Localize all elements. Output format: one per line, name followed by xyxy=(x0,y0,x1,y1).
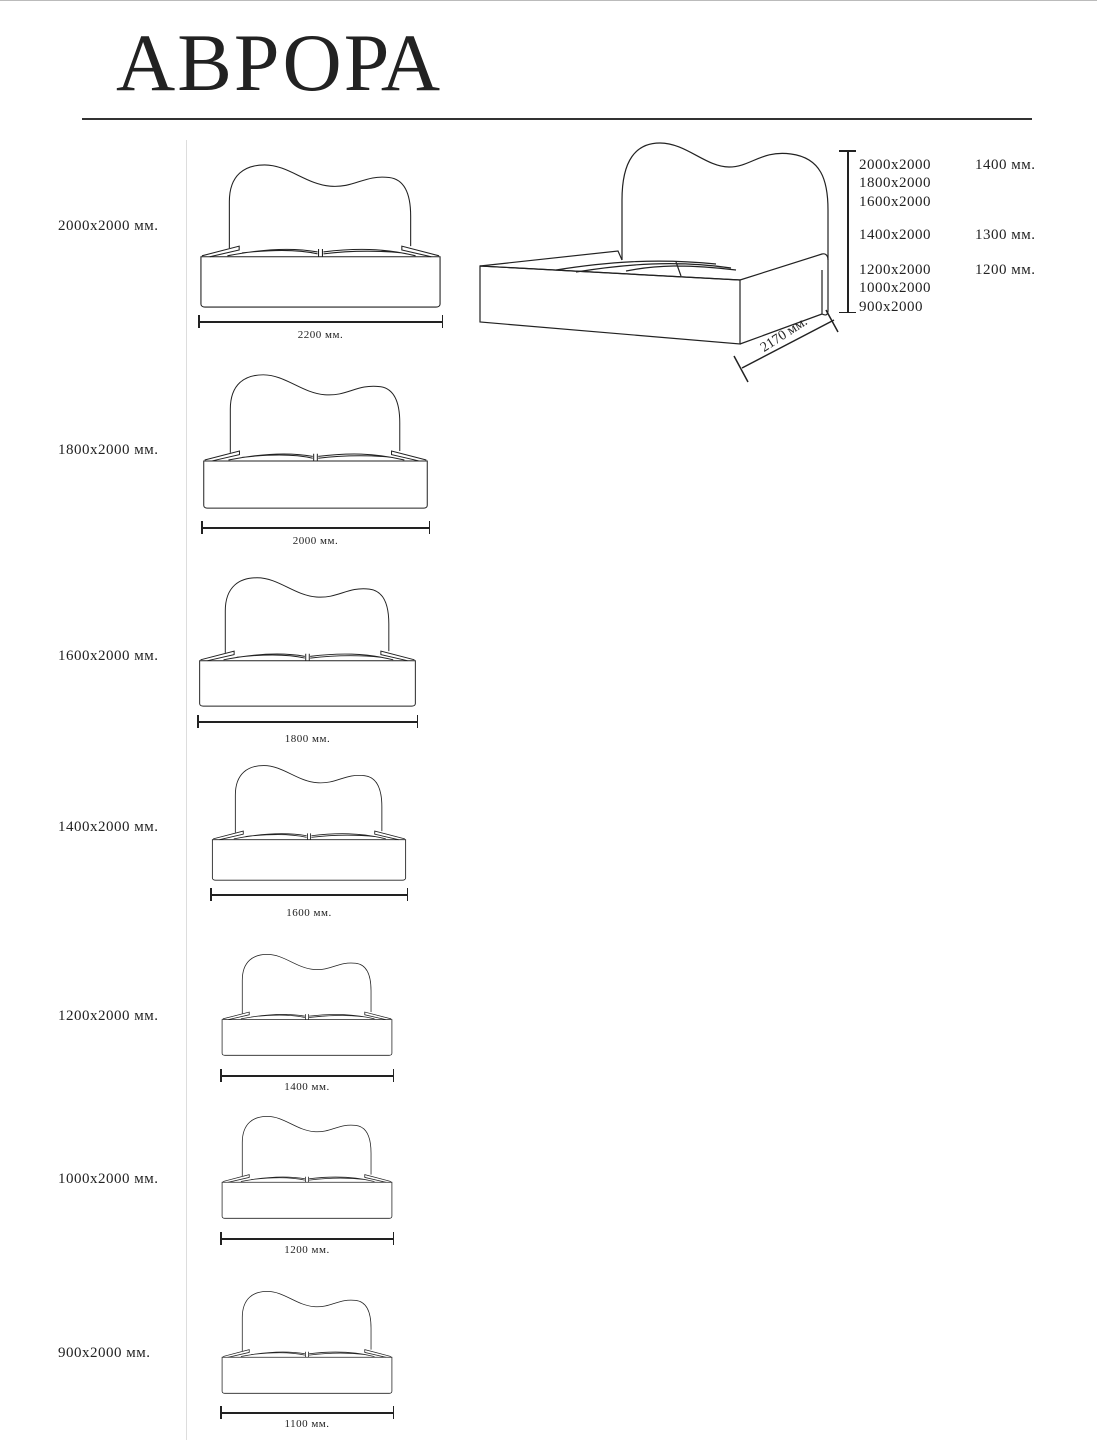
bed-front-drawing xyxy=(197,576,418,707)
bed-size-label: 900x2000 мм. xyxy=(58,1345,151,1361)
size-option: 1800x2000 xyxy=(859,175,931,191)
width-dimension-line xyxy=(220,1070,394,1081)
width-dimension-line xyxy=(197,716,418,727)
headboard-height: 1200 мм. xyxy=(975,262,1036,278)
bed-width-label: 1600 мм. xyxy=(286,907,332,919)
bed-size-label: 1200x2000 мм. xyxy=(58,1008,159,1024)
width-dimension-line xyxy=(220,1407,394,1418)
size-option: 1400x2000 xyxy=(859,227,931,243)
bed-front-drawing xyxy=(220,1290,394,1394)
bed-size-label: 2000x2000 мм. xyxy=(58,218,159,234)
bed-size-label: 1600x2000 мм. xyxy=(58,648,159,664)
size-option: 900x2000 xyxy=(859,299,923,315)
bed-width-label: 1100 мм. xyxy=(284,1418,330,1430)
bed-width-label: 1200 мм. xyxy=(284,1244,330,1256)
top-border xyxy=(0,0,1097,1)
bed-width-label: 2200 мм. xyxy=(297,329,344,341)
bed-size-label: 1800x2000 мм. xyxy=(58,442,159,458)
bed-width-label: 1800 мм. xyxy=(284,733,331,745)
bed-front-drawing xyxy=(198,163,443,308)
headboard-height: 1400 мм. xyxy=(975,157,1036,173)
bed-perspective-drawing xyxy=(476,140,856,380)
title-underline xyxy=(82,118,1032,120)
bed-front-drawing xyxy=(220,1115,394,1219)
bed-front-drawing xyxy=(220,953,394,1056)
width-dimension-line xyxy=(210,889,408,900)
page-title: АВРОРА xyxy=(116,17,443,108)
size-option: 1600x2000 xyxy=(859,194,931,210)
size-option: 1000x2000 xyxy=(859,280,931,296)
width-dimension-line xyxy=(220,1233,394,1244)
bed-width-label: 1400 мм. xyxy=(284,1081,330,1093)
column-divider xyxy=(186,140,187,1440)
size-option: 2000x2000 xyxy=(859,157,931,173)
bed-width-label: 2000 мм. xyxy=(292,535,339,547)
bed-size-label: 1000x2000 мм. xyxy=(58,1171,159,1187)
size-option: 1200x2000 xyxy=(859,262,931,278)
depth-dimension-line xyxy=(733,309,839,383)
width-dimension-line xyxy=(201,522,430,533)
bed-front-drawing xyxy=(210,764,408,881)
bed-size-label: 1400x2000 мм. xyxy=(58,819,159,835)
height-dimension-line xyxy=(841,150,854,313)
headboard-height: 1300 мм. xyxy=(975,227,1036,243)
bed-front-drawing xyxy=(201,373,430,509)
width-dimension-line xyxy=(198,316,443,327)
